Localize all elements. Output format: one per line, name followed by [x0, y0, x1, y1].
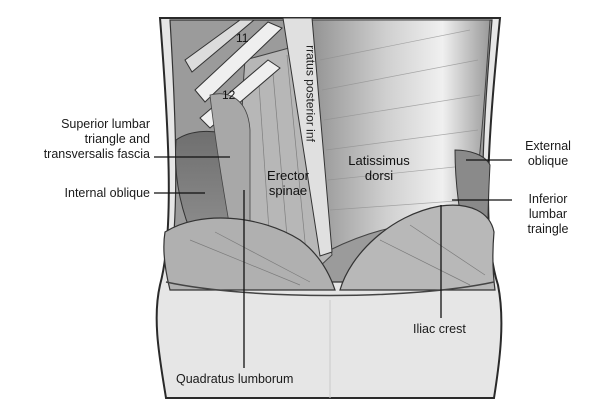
- serratus-posterior-band: [282, 17, 333, 257]
- internal-oblique-label: Internal oblique: [64, 186, 150, 200]
- right-iliac-region: [339, 204, 496, 291]
- inferior-lumbar-label: Inferior lumbar traingle: [508, 192, 588, 237]
- erector-spinae-line-2: spinae: [268, 183, 308, 198]
- leader-lines: [154, 156, 512, 368]
- inferior-lumbar-line-2: lumbar: [528, 207, 568, 221]
- erector-spinae-label: Erector spinae: [258, 168, 318, 198]
- external-oblique-line-2: oblique: [527, 154, 569, 168]
- quadratus-lumborum-label: Quadratus lumborum: [176, 372, 294, 386]
- erector-spinae-line-1: Erector: [267, 168, 309, 183]
- external-oblique-label: External oblique: [508, 139, 588, 169]
- erector-fibers: [257, 54, 307, 253]
- serratus-posterior-label: rratus posterior inf: [303, 45, 318, 142]
- latissimus-fibers: [319, 29, 481, 211]
- superior-lumbar-line-2: triangle and: [84, 132, 150, 146]
- left-iliac-region: [163, 217, 336, 291]
- latissimus-dorsi-line-1: Latissimus: [348, 153, 410, 168]
- rib-11-label: 11: [236, 31, 249, 45]
- external-oblique-line-1: External: [525, 139, 571, 153]
- latissimus-dorsi-line-2: dorsi: [364, 168, 394, 183]
- superior-lumbar-line-1: Superior lumbar: [61, 117, 150, 131]
- iliac-fibers: [189, 224, 486, 286]
- lower-skin-edge: [165, 281, 495, 297]
- iliac-crest-label: Iliac crest: [413, 322, 466, 336]
- superior-lumbar-line-3: transversalis fascia: [43, 147, 150, 161]
- rib-12-label: 12: [222, 88, 236, 102]
- inferior-lumbar-line-1: Inferior: [528, 192, 568, 206]
- inferior-lumbar-line-3: traingle: [527, 222, 569, 236]
- rib-11: [194, 21, 283, 103]
- superior-lumbar-label: Superior lumbar triangle and transversal…: [8, 117, 150, 162]
- latissimus-dorsi-label: Latissimus dorsi: [338, 153, 420, 183]
- rib-upper: [184, 19, 256, 73]
